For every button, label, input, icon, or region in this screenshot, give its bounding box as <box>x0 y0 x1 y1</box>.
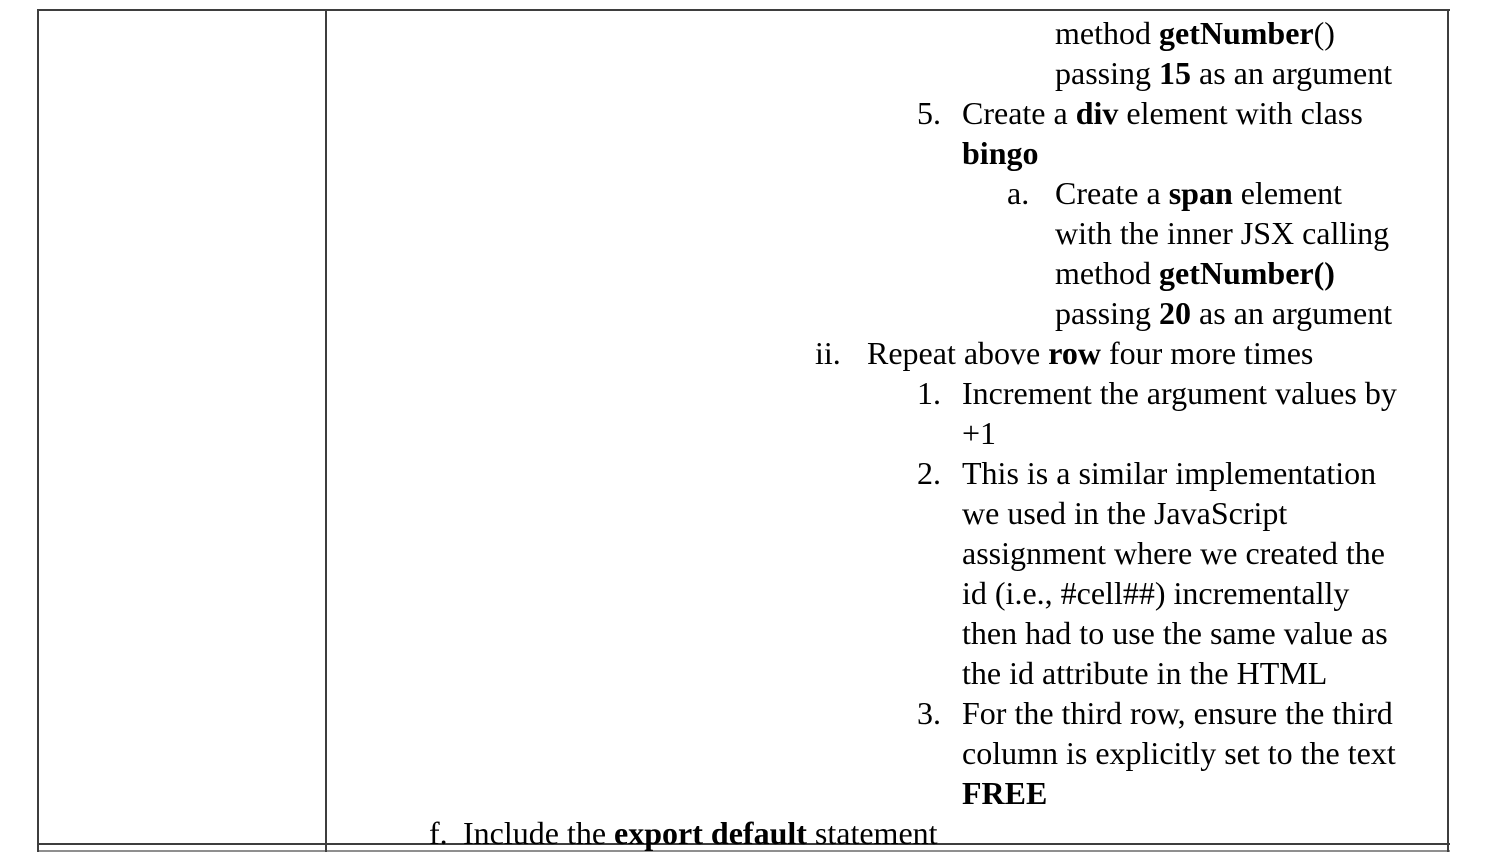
text-run: the id attribute in the HTML <box>962 655 1328 691</box>
empty-cell <box>39 11 323 841</box>
list-line: passing 15 as an argument <box>325 53 1448 93</box>
list-line: bingo <box>325 133 1448 173</box>
text-run: Include the <box>463 815 615 851</box>
list-line: FREE <box>325 773 1448 813</box>
text-run: passing <box>1055 295 1159 331</box>
text-run: as an argument <box>1191 295 1393 331</box>
text-run: then had to use the same value as <box>962 615 1388 651</box>
bold-text-run: 20 <box>1159 295 1191 331</box>
table-right-border <box>1447 9 1449 852</box>
text-run: id (i.e., #cell##) incrementally <box>962 575 1350 611</box>
list-line: we used in the JavaScript <box>325 493 1448 533</box>
list-line: f. Include the export default statement <box>325 813 1448 852</box>
table-row-divider <box>37 843 1450 845</box>
text-run: Repeat above <box>867 335 1049 371</box>
text-run: as an argument <box>1191 55 1393 91</box>
list-line: id (i.e., #cell##) incrementally <box>325 573 1448 613</box>
list-line: column is explicitly set to the text <box>325 733 1448 773</box>
text-run: column is explicitly set to the text <box>962 735 1396 771</box>
text-run: method <box>1055 255 1159 291</box>
table-top-border <box>37 9 1450 11</box>
list-line: passing 20 as an argument <box>325 293 1448 333</box>
list-marker: 3. <box>917 695 941 731</box>
text-run: Create a <box>1055 175 1169 211</box>
bold-text-run: row <box>1048 335 1101 371</box>
table-left-border <box>37 9 39 852</box>
text-run: This is a similar implementation <box>962 455 1377 491</box>
bold-text-run: span <box>1168 175 1233 211</box>
list-line: the id attribute in the HTML <box>325 653 1448 693</box>
list-line: ii. Repeat above row four more times <box>325 333 1448 373</box>
text-run: element <box>1232 175 1343 211</box>
text-run: For the third row, ensure the third <box>962 695 1393 731</box>
table-column-divider <box>325 9 327 852</box>
text-run: passing <box>1055 55 1159 91</box>
instructions-cell: method getNumber() passing 15 as an argu… <box>325 13 1448 852</box>
text-run: with the inner JSX calling <box>1055 215 1390 251</box>
list-line: 5. Create a div element with class <box>325 93 1448 133</box>
bold-text-run: export default <box>614 815 807 851</box>
text-run: four more times <box>1100 335 1314 371</box>
list-line: 2. This is a similar implementation <box>325 453 1448 493</box>
list-marker: f. <box>429 815 448 851</box>
text-run: Increment the argument values by <box>962 375 1397 411</box>
text-run: statement <box>806 815 938 851</box>
list-line: with the inner JSX calling <box>325 213 1448 253</box>
list-marker: 2. <box>917 455 941 491</box>
list-marker: a. <box>1007 175 1030 211</box>
bold-text-run: getNumber() <box>1158 255 1335 291</box>
bold-text-run: FREE <box>962 775 1048 811</box>
list-line: method getNumber() <box>325 253 1448 293</box>
bold-text-run: bingo <box>962 135 1039 171</box>
list-line: 3. For the third row, ensure the third <box>325 693 1448 733</box>
text-run: +1 <box>962 415 997 451</box>
bold-text-run: getNumber <box>1158 15 1314 51</box>
text-run: Create a <box>962 95 1076 131</box>
text-run: we used in the JavaScript <box>962 495 1288 531</box>
bold-text-run: div <box>1075 95 1119 131</box>
list-line: +1 <box>325 413 1448 453</box>
next-row-top-border <box>37 850 1450 852</box>
list-line: 1. Increment the argument values by <box>325 373 1448 413</box>
list-marker: ii. <box>815 335 841 371</box>
list-line: method getNumber() <box>325 13 1448 53</box>
list-line: assignment where we created the <box>325 533 1448 573</box>
bold-text-run: 15 <box>1159 55 1191 91</box>
text-run: assignment where we created the <box>962 535 1385 571</box>
text-run: method <box>1055 15 1159 51</box>
text-run: () <box>1313 15 1335 51</box>
list-line: a. Create a span element <box>325 173 1448 213</box>
text-run: element with class <box>1118 95 1363 131</box>
list-line: then had to use the same value as <box>325 613 1448 653</box>
list-marker: 1. <box>917 375 941 411</box>
list-marker: 5. <box>917 95 941 131</box>
